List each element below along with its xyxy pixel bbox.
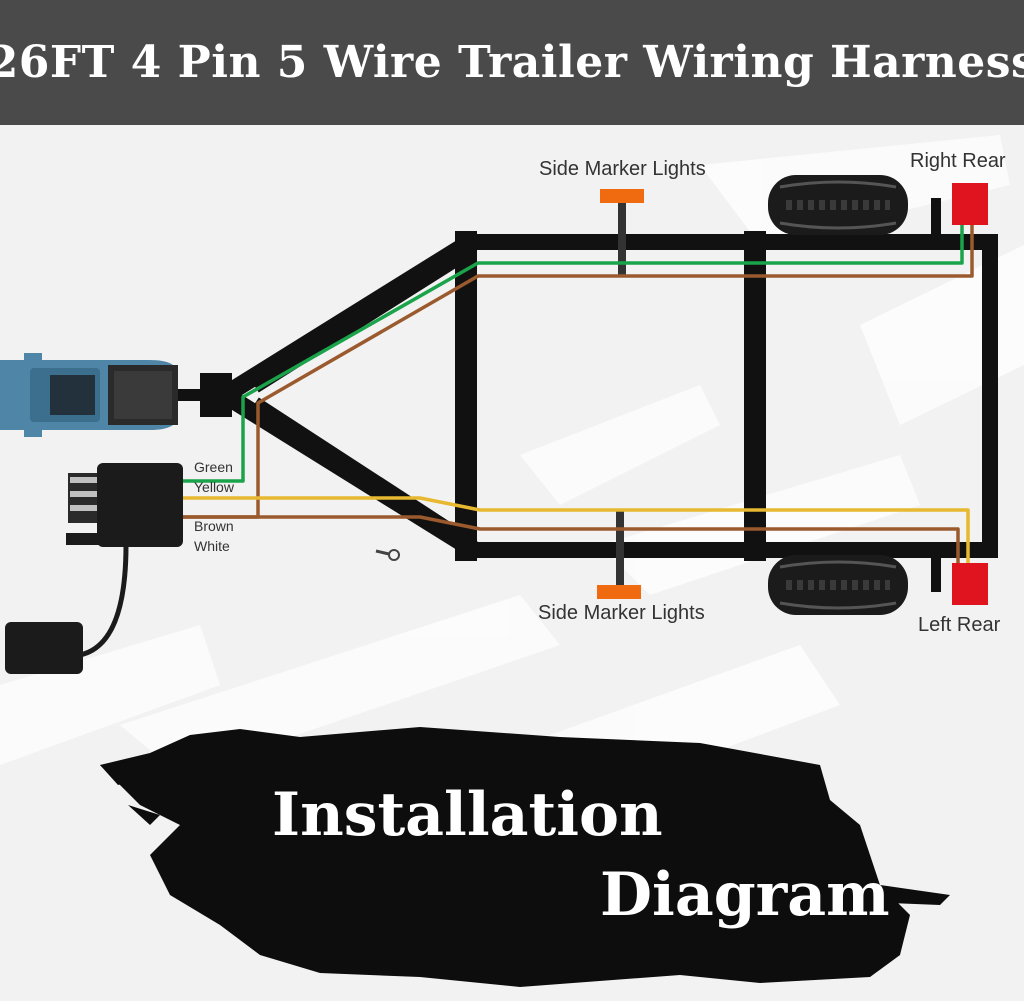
banner-brush <box>100 727 910 987</box>
wire-label-green: Green <box>194 459 233 475</box>
tire-top <box>768 175 908 235</box>
right-rear-label: Right Rear <box>910 150 1006 172</box>
four-pin-connector <box>5 463 183 674</box>
wires <box>183 225 974 563</box>
page-title: 26FT 4 Pin 5 Wire Trailer Wiring Harness <box>0 37 1024 88</box>
wire-label-white: White <box>194 538 230 554</box>
wire-label-brown: Brown <box>194 518 234 534</box>
right-rear-light <box>952 183 988 225</box>
diagram-canvas <box>0 135 1024 987</box>
left-rear-light <box>952 563 988 605</box>
yellow-wire <box>183 496 970 563</box>
banner-line-2: Diagram <box>600 860 890 930</box>
wiring-diagram: Side Marker Lights Side Marker Lights Ri… <box>0 125 1024 1001</box>
left-rear-label: Left Rear <box>918 614 1001 636</box>
side-marker-label-bottom: Side Marker Lights <box>538 602 705 624</box>
tow-vehicle <box>0 353 178 437</box>
green-wire <box>183 225 964 483</box>
title-bar: 26FT 4 Pin 5 Wire Trailer Wiring Harness <box>0 0 1024 125</box>
banner-line-1: Installation <box>272 780 663 850</box>
tire-bottom <box>768 555 908 615</box>
side-marker-bottom <box>597 510 641 599</box>
ground-ring <box>375 549 400 561</box>
side-marker-label-top: Side Marker Lights <box>539 158 706 180</box>
wire-label-yellow: Yellow <box>194 479 234 495</box>
brown-wire-bottom <box>183 515 960 563</box>
trailer-frame <box>169 198 998 592</box>
